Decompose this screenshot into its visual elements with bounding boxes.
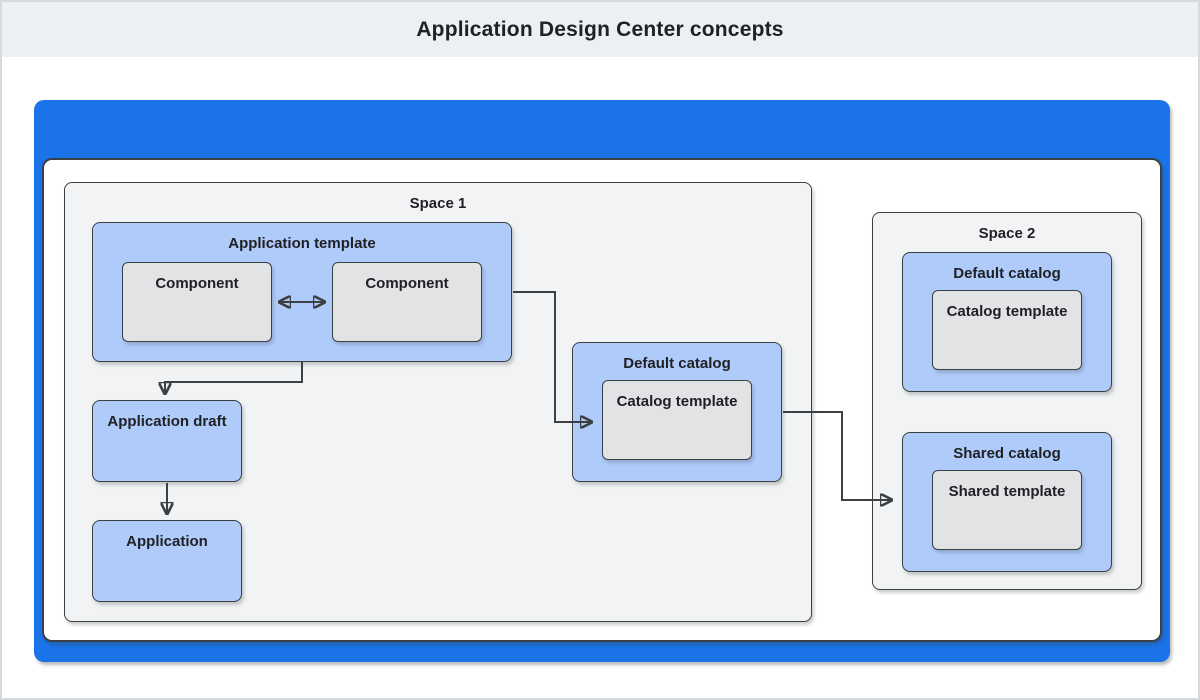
component-box-right: Component xyxy=(332,262,482,342)
space2-default-catalog-label: Default catalog xyxy=(953,265,1061,282)
space1-default-catalog-label: Default catalog xyxy=(623,355,731,372)
space2-shared-template-box: Shared template xyxy=(932,470,1082,550)
space1-catalog-template-box: Catalog template xyxy=(602,380,752,460)
component-box-left: Component xyxy=(122,262,272,342)
space2-catalog-template-box: Catalog template xyxy=(932,290,1082,370)
space-1-label: Space 1 xyxy=(409,195,467,212)
space2-catalog-template-label: Catalog template xyxy=(946,303,1068,320)
space2-shared-catalog-label: Shared catalog xyxy=(953,445,1061,462)
space-2-label: Space 2 xyxy=(978,225,1036,242)
application-draft-box: Application draft xyxy=(92,400,242,482)
application-box: Application xyxy=(92,520,242,602)
space1-catalog-template-label: Catalog template xyxy=(616,393,738,410)
page-title: Application Design Center concepts xyxy=(416,17,784,41)
component-left-label: Component xyxy=(155,275,239,292)
application-template-label: Application template xyxy=(228,235,376,252)
component-right-label: Component xyxy=(365,275,449,292)
application-draft-label: Application draft xyxy=(107,413,227,430)
application-label: Application xyxy=(126,533,208,550)
title-bar: Application Design Center concepts xyxy=(2,2,1198,57)
space2-shared-template-label: Shared template xyxy=(948,483,1066,500)
